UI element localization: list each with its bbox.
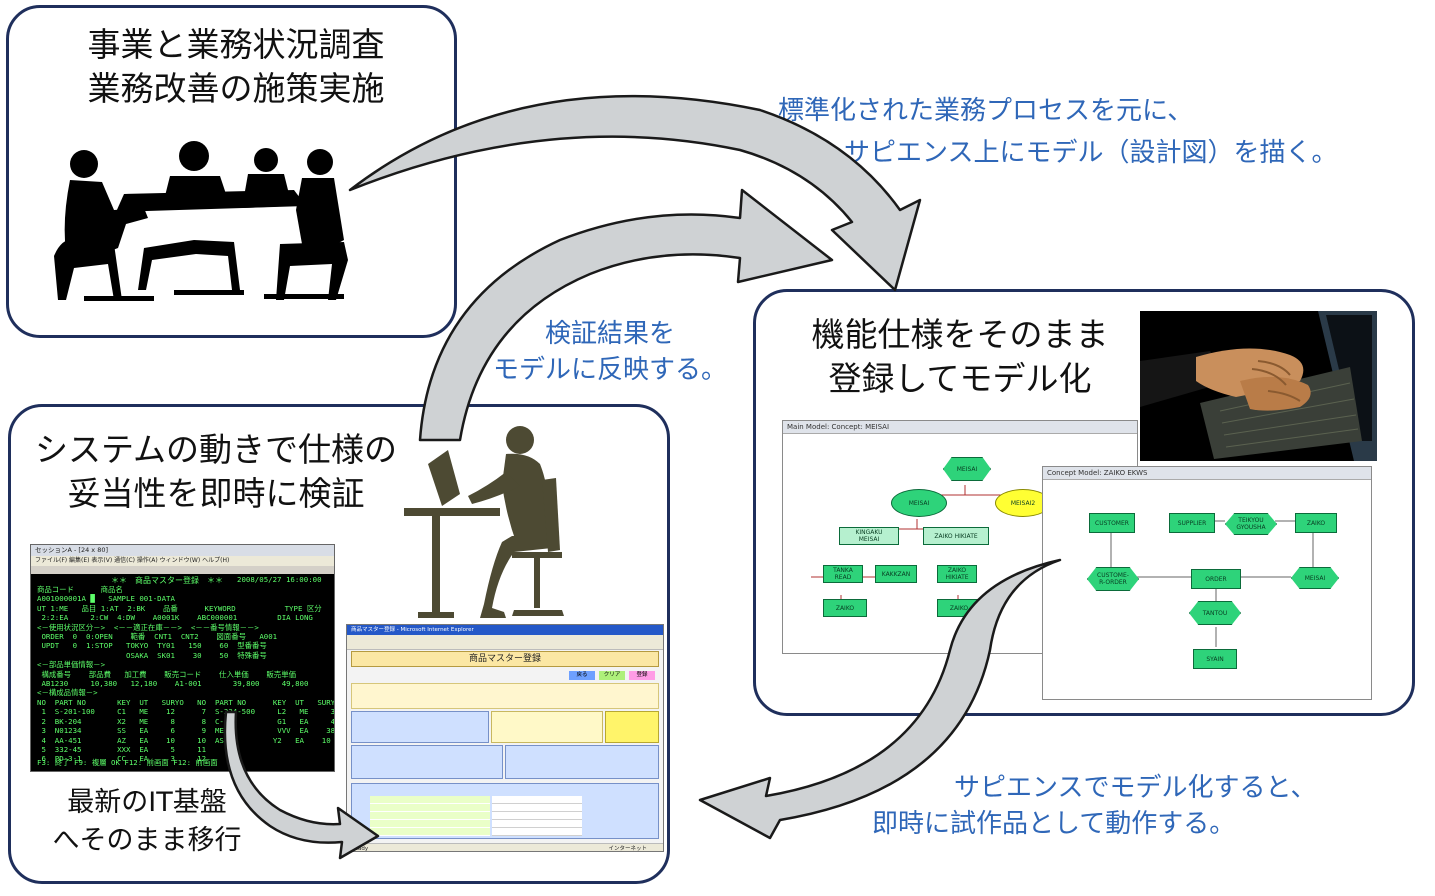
terminal-titlebar: セッションA - [24 x 80]	[31, 545, 334, 556]
form-heading: 商品マスター登録	[468, 654, 541, 664]
title-line: 機能仕様をそのまま	[811, 315, 1109, 354]
terminal-title: セッションA - [24 x 80]	[35, 546, 109, 554]
terminal-footer: F3: 終了 F9: 複層 OK F12: 前画面 F12: 前画面	[37, 758, 218, 767]
model-node[interactable]: MEISAI	[1291, 567, 1339, 589]
model-node[interactable]: MEISAI2	[995, 489, 1051, 517]
terminal-line: 6 PD-3-1 CC EA 3 12	[37, 754, 207, 764]
person-at-computer-illustration	[404, 426, 564, 618]
form-toolbar	[347, 635, 663, 650]
model-node[interactable]: TANTOU	[1189, 601, 1241, 625]
arrow-migrate	[223, 710, 380, 860]
terminal-line: 構成番号 部品費 加工費 販売コード 仕入単価 販売単価	[37, 669, 296, 679]
meeting-silhouette-illustration	[54, 141, 348, 301]
model-node[interactable]: ZAIKO	[1295, 513, 1337, 533]
model-node[interactable]: SYAIN	[1193, 649, 1237, 669]
panel-title-verification: システムの動きで仕様の 妥当性を即時に検証	[26, 428, 406, 516]
form-status-right: インターネット	[608, 846, 647, 852]
form-register-button[interactable]: 登録	[629, 671, 655, 680]
caption-line: サピエンスでモデル化すると、	[954, 773, 1317, 803]
form-section-left	[351, 711, 489, 743]
title-line: 業務改善の施策実施	[87, 69, 385, 108]
caption-line: 最新のIT基盤	[67, 787, 227, 818]
terminal-screen-title: ＊＊ 商品マスター登録 ＊＊	[111, 576, 223, 585]
title-line: システムの動きで仕様の	[34, 430, 397, 469]
terminal-line: OSAKA SK01 30 50 特殊番号	[37, 650, 267, 660]
web-form-window: 商品マスター登録 - Microsoft Internet Explorer 商…	[346, 624, 664, 852]
terminal-line: 2:2:EA 2:CW 4:DW A0001K ABC000001 DIA LO…	[37, 613, 313, 623]
terminal-line: NO PART NO KEY UT SURYO NO PART NO KEY U…	[37, 697, 335, 707]
form-back-button[interactable]: 戻る	[569, 671, 595, 680]
caption-line: へそのまま移行	[52, 825, 242, 856]
model-node[interactable]: CUSTOMER	[1089, 513, 1135, 533]
caption-line: 即時に試作品として動作する。	[872, 809, 1236, 839]
model-window-zaiko: Concept Model: ZAIKO EKWS CUSTOMER SUPPL…	[1042, 466, 1372, 700]
terminal-line: <－構成品情報－>	[37, 688, 98, 698]
model-node[interactable]: KAKKZAN	[875, 565, 917, 583]
caption-line: サピエンス上にモデル（設計図）を描く。	[844, 138, 1338, 168]
terminal-line: 商品コード 商品名	[37, 585, 123, 594]
terminal-line: ORDER 0 0:OPEN 範番 CNT1 CNT2 図面番号 A001	[37, 632, 278, 642]
model-connectors	[1110, 520, 1314, 647]
form-clear-button[interactable]: クリア	[599, 671, 625, 680]
window-title: Concept Model: ZAIKO EKWS	[1043, 467, 1371, 480]
panel-title-business: 事業と業務状況調査 業務改善の施策実施	[56, 23, 416, 111]
arrow-reflect-results	[418, 188, 834, 442]
model-node[interactable]: ZAIKO HIKIATE	[923, 527, 989, 545]
form-header-fields	[351, 683, 659, 709]
title-line: 登録してモデル化	[828, 359, 1092, 398]
form-cost-section	[351, 745, 503, 779]
title-line: 妥当性を即時に検証	[67, 474, 365, 513]
title-line: 事業と業務状況調査	[87, 25, 385, 64]
model-node[interactable]: SUPPLIER	[1169, 513, 1215, 533]
model-node[interactable]: MEISAI	[943, 457, 991, 481]
caption-draw-model: 標準化された業務プロセスを元に、 サピエンス上にモデル（設計図）を描く。	[778, 93, 1337, 171]
form-parts-table	[351, 783, 659, 839]
form-heading-bar: 商品マスター登録	[351, 651, 659, 667]
window-title: Main Model: Concept: MEISAI	[783, 421, 1137, 434]
arrow-to-model	[348, 94, 922, 292]
terminal-toolbar	[31, 566, 334, 574]
form-status-left: Ready	[351, 846, 369, 852]
form-title: 商品マスター登録 - Microsoft Internet Explorer	[351, 627, 474, 633]
panel-title-model: 機能仕様をそのまま 登録してモデル化	[800, 313, 1120, 401]
terminal-menu[interactable]: ファイル(F) 編集(E) 表示(V) 通信(C) 操作(A) ウィンドウ(W)…	[35, 557, 230, 564]
caption-prototype: サピエンスでモデル化すると、 即時に試作品として動作する。	[872, 770, 1316, 842]
form-section-right	[605, 711, 659, 743]
caption-migration: 最新のIT基盤 へそのまま移行	[42, 784, 252, 860]
terminal-datetime: 2008/05/27 16:00:00	[237, 575, 322, 584]
model-node[interactable]: MEISAI	[891, 489, 947, 517]
caption-line: 検証結果を	[544, 319, 675, 349]
typing-hands-illustration	[1140, 311, 1377, 461]
terminal-line: <－部品単価情報－>	[37, 660, 106, 670]
model-node[interactable]: CUSTOME-R-ORDER	[1087, 567, 1139, 591]
terminal-line: UT 1:ME 品目 1:AT 2:BK 品番 KEYWORD TYPE 区分	[37, 603, 322, 613]
terminal-menubar: ファイル(F) 編集(E) 表示(V) 通信(C) 操作(A) ウィンドウ(W)…	[31, 556, 334, 566]
form-process-section	[505, 745, 659, 779]
caption-reflect-results: 検証結果を モデルに反映する。	[474, 316, 746, 388]
arrow-to-prototype	[698, 558, 1062, 840]
caption-line: モデルに反映する。	[492, 355, 727, 385]
form-statusbar: Ready インターネット	[347, 843, 663, 852]
form-section-middle	[491, 711, 603, 743]
terminal-line: <－使用状況区分－> <－－適正在庫－－> <－－番号情報－－>	[37, 622, 259, 632]
form-titlebar: 商品マスター登録 - Microsoft Internet Explorer	[347, 625, 663, 635]
terminal-line: UPDT 0 1:STOP TOKYO TY01 150 60 型番番号	[37, 641, 267, 651]
terminal-line: 5 332-45 XXX EA 5 11	[37, 744, 207, 754]
terminal-window: セッションA - [24 x 80] ファイル(F) 編集(E) 表示(V) 通…	[30, 544, 335, 772]
terminal-line: A001000001A █ SAMPLE 001-DATA	[37, 594, 175, 604]
caption-line: 標準化された業務プロセスを元に、	[778, 96, 1194, 126]
terminal-line: AB1230 10,380 12,180 A1-001 39,800 49,80…	[37, 679, 309, 689]
model-node[interactable]: ORDER	[1191, 569, 1241, 589]
model-node[interactable]: ZAIKO	[823, 599, 867, 617]
